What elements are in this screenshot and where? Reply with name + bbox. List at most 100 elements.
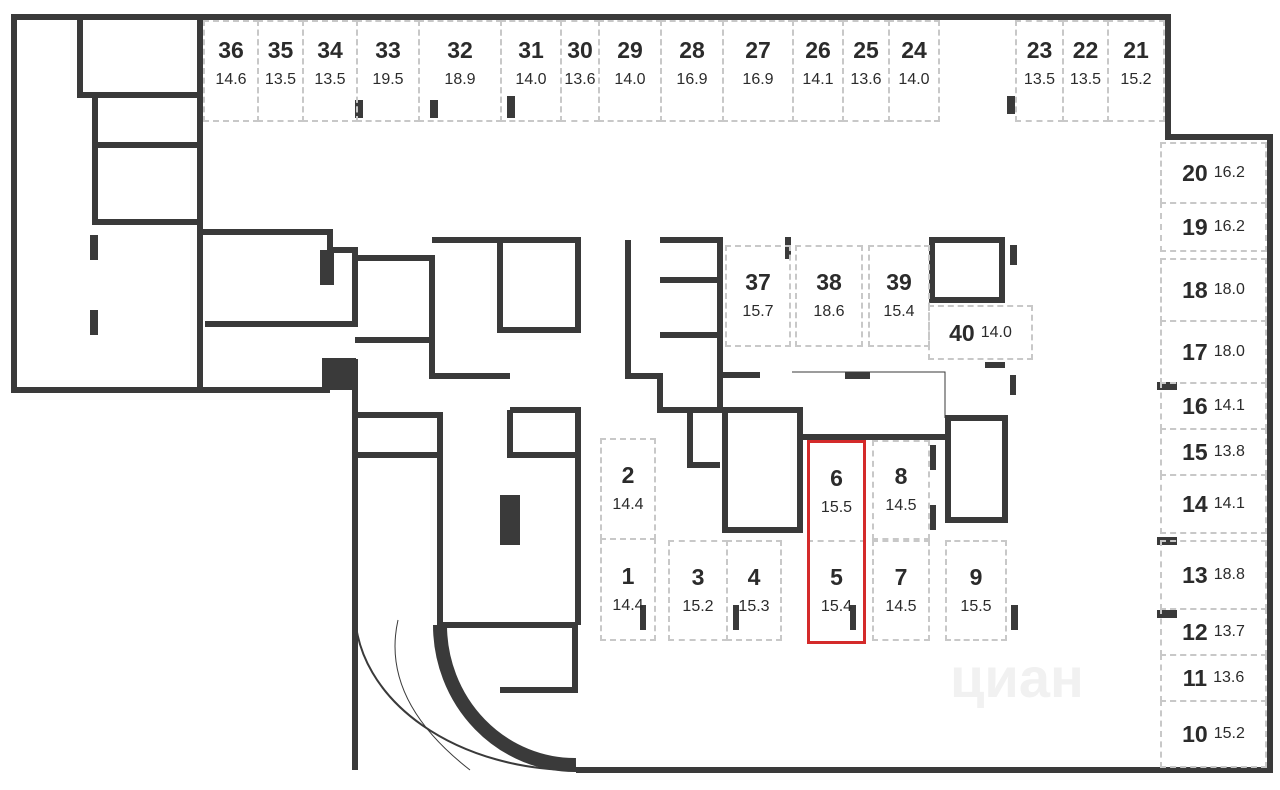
spot-number: 19 bbox=[1182, 214, 1208, 240]
spot-number: 32 bbox=[447, 37, 473, 63]
spot-number: 37 bbox=[745, 269, 771, 295]
spot-area: 15.4 bbox=[820, 597, 853, 615]
spot-number: 28 bbox=[679, 37, 705, 63]
spot-area: 15.4 bbox=[883, 303, 915, 320]
spot-area: 14.0 bbox=[980, 323, 1012, 341]
parking-spot[interactable]: 36 14.6 bbox=[203, 20, 259, 122]
spot-area: 15.2 bbox=[682, 597, 714, 615]
spot-area: 14.5 bbox=[885, 597, 917, 615]
spot-number: 8 bbox=[894, 463, 908, 489]
spot-number: 9 bbox=[969, 563, 983, 590]
spot-number: 27 bbox=[745, 37, 771, 63]
parking-spot[interactable]: 10 15.2 bbox=[1160, 700, 1267, 768]
spot-area: 14.0 bbox=[898, 71, 930, 88]
spot-area: 15.2 bbox=[1213, 725, 1245, 742]
spot-number: 4 bbox=[747, 563, 761, 590]
spot-area: 14.5 bbox=[885, 497, 917, 514]
spot-area: 14.0 bbox=[614, 71, 646, 88]
spot-area: 16.9 bbox=[742, 71, 774, 88]
parking-spot[interactable]: 11 13.6 bbox=[1160, 654, 1267, 702]
parking-spot[interactable]: 20 16.2 bbox=[1160, 142, 1267, 204]
spot-area: 14.4 bbox=[612, 496, 644, 513]
spot-area: 16.2 bbox=[1213, 218, 1245, 235]
parking-spot[interactable]: 16 14.1 bbox=[1160, 382, 1267, 430]
spot-number: 3 bbox=[691, 563, 705, 590]
spot-area: 16.9 bbox=[676, 71, 708, 88]
spot-number: 1 bbox=[621, 562, 635, 589]
spot-area: 16.2 bbox=[1213, 164, 1245, 181]
spot-number: 39 bbox=[886, 269, 912, 295]
spot-number: 15 bbox=[1182, 439, 1208, 465]
spot-number: 25 bbox=[853, 37, 879, 63]
spot-number: 16 bbox=[1182, 393, 1208, 419]
spot-number: 11 bbox=[1182, 665, 1208, 691]
spot-area: 14.1 bbox=[1213, 397, 1245, 414]
parking-spot[interactable]: 23 13.5 bbox=[1015, 20, 1064, 122]
parking-spot[interactable]: 28 16.9 bbox=[660, 20, 724, 122]
spot-number: 38 bbox=[816, 269, 842, 295]
spot-area: 15.5 bbox=[960, 597, 992, 615]
parking-spot[interactable]: 27 16.9 bbox=[722, 20, 794, 122]
parking-spot[interactable]: 33 19.5 bbox=[356, 20, 420, 122]
spot-area: 19.5 bbox=[372, 71, 404, 88]
spot-number: 10 bbox=[1182, 721, 1208, 747]
spot-number: 20 bbox=[1182, 160, 1208, 186]
spot-area: 14.0 bbox=[515, 71, 547, 88]
spot-area: 13.6 bbox=[564, 71, 596, 88]
spot-area: 13.5 bbox=[1023, 71, 1056, 88]
spot-number: 7 bbox=[894, 563, 908, 590]
spot-area: 13.5 bbox=[314, 71, 346, 88]
spot-number: 33 bbox=[375, 37, 401, 63]
parking-spot[interactable]: 19 16.2 bbox=[1160, 202, 1267, 252]
parking-spot[interactable]: 21 15.2 bbox=[1107, 20, 1165, 122]
parking-spot[interactable]: 30 13.6 bbox=[560, 20, 600, 122]
spot-area: 14.4 bbox=[612, 596, 644, 614]
spot-number: 35 bbox=[267, 37, 294, 63]
spot-number: 22 bbox=[1072, 37, 1099, 63]
spot-number: 21 bbox=[1123, 37, 1149, 63]
parking-spot[interactable]: 34 13.5 bbox=[302, 20, 358, 122]
parking-spot[interactable]: 32 18.9 bbox=[418, 20, 502, 122]
parking-spot[interactable]: 39 15.4 bbox=[868, 245, 930, 347]
spot-number: 30 bbox=[567, 37, 593, 63]
spot-number: 5 bbox=[830, 563, 843, 590]
parking-spot[interactable]: 15 13.8 bbox=[1160, 428, 1267, 476]
spot-number: 36 bbox=[218, 37, 244, 63]
spot-area: 18.9 bbox=[444, 71, 476, 88]
spot-area: 15.5 bbox=[820, 498, 853, 516]
spot-number: 23 bbox=[1026, 37, 1053, 63]
watermark: циан bbox=[950, 646, 1084, 709]
spot-area: 13.8 bbox=[1213, 443, 1245, 460]
spot-area: 14.6 bbox=[215, 71, 247, 88]
spot-area: 13.6 bbox=[1213, 669, 1245, 686]
spot-area: 18.0 bbox=[1213, 281, 1245, 298]
spot-area: 18.8 bbox=[1213, 566, 1245, 583]
spot-area: 15.2 bbox=[1120, 71, 1152, 88]
spot-number: 34 bbox=[317, 37, 343, 63]
